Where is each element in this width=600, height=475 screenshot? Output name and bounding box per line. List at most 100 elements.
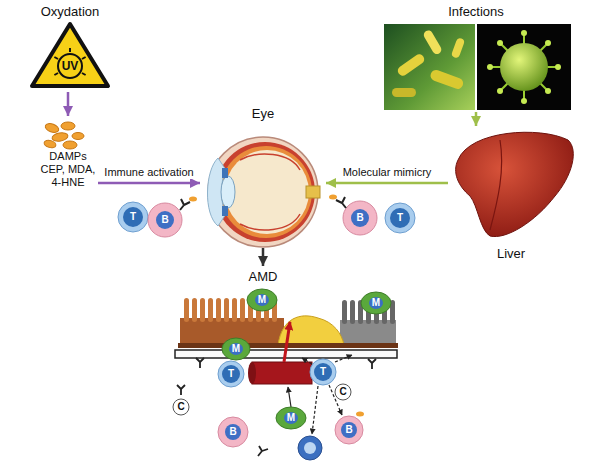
immune-cells-part [218, 361, 244, 387]
damp-molecules-part [51, 132, 68, 143]
immune-cells [173, 289, 391, 460]
eye-node: Eye [200, 106, 326, 248]
virus-image-part-part [497, 40, 503, 46]
edge-label: Immune activation [102, 165, 195, 179]
immune-cells-part [356, 412, 364, 417]
signal-arrows-part [302, 358, 312, 364]
edge-label: Molecular mimicry [341, 165, 434, 179]
node-text: UV [20, 59, 120, 73]
antibodies-part [177, 385, 185, 395]
right-lymphocytes-part [385, 203, 415, 233]
right-lymphocytes-part [390, 208, 410, 228]
eye-cross-section-part [306, 186, 320, 198]
uv-warning-sign-part [32, 24, 108, 86]
immune-cells-part [314, 363, 332, 381]
immune-cells-part [225, 424, 241, 440]
b-cell-label: B [158, 214, 172, 226]
damp-molecules-part [43, 139, 56, 149]
virus-image-part-part [521, 98, 527, 104]
antibodies-part [196, 358, 204, 368]
immune-cells-part [298, 436, 322, 460]
virus-image-part [500, 43, 548, 91]
virus-image-part [477, 24, 571, 110]
blood-vessel-part [248, 362, 256, 384]
flow-arrow [326, 182, 448, 185]
node-heading: DAMPs CEP, MDA, 4-HNE [38, 150, 98, 190]
eye-cross-section-part [222, 168, 228, 178]
uv-warning-sign-part [54, 73, 58, 75]
node-heading: Eye [200, 106, 326, 122]
virus-image-part-part [487, 64, 493, 70]
immune-cells-part [173, 399, 189, 415]
retina-layers-part-part [192, 298, 197, 322]
signal-arrows-part [288, 387, 291, 407]
bacteria-image-part [451, 37, 465, 59]
node-heading: Infections [380, 4, 572, 20]
uv-warning-sign-part [82, 73, 86, 75]
virus-image-part-part [545, 88, 551, 94]
immune-cells-part [222, 365, 240, 383]
node-heading: Oxydation [20, 4, 120, 20]
amd-node: AMD [241, 268, 285, 286]
damps-node: DAMPs CEP, MDA, 4-HNE [38, 118, 98, 190]
bacteria-image-part [384, 24, 475, 110]
flow-arrow [98, 182, 200, 185]
uv-source-node: OxydationUV [20, 4, 120, 92]
immune-cells-part [369, 297, 383, 309]
retina-layers-part-part [224, 298, 229, 322]
liver-node: Liver [448, 128, 574, 268]
damp-molecules-part [63, 141, 77, 149]
blood-vessel [248, 322, 312, 384]
immune-cells-part [335, 384, 351, 400]
retina-layers-part-part [216, 298, 221, 322]
bacteria-image-part [396, 52, 426, 77]
uv-warning-sign-part [69, 48, 71, 52]
macrophage-label: M [284, 412, 298, 424]
signal-arrows-part [335, 355, 352, 362]
blood-vessel-part [252, 362, 312, 384]
liver-shape-part [456, 132, 574, 236]
right-lymphocytes-part [343, 201, 377, 235]
immune-cells-part [218, 417, 248, 447]
virus-image-part [490, 33, 558, 101]
bacteria-image-part [429, 68, 465, 90]
immune-cells-part [229, 343, 243, 355]
macrophage-label: M [255, 294, 269, 306]
left-lymphocytes [118, 197, 197, 238]
t-cell-label: T [316, 366, 330, 378]
virus-image [477, 24, 571, 110]
retina-layers-part-part [350, 300, 355, 324]
flow-arrow [262, 248, 265, 266]
antibodies [177, 358, 376, 456]
retina-layers-part-part [240, 298, 245, 322]
immune-cells-part [335, 416, 363, 444]
liver-shape [456, 132, 574, 236]
flow-arrow [475, 112, 478, 126]
right-lymphocytes [329, 195, 415, 236]
macrophage-label: M [369, 297, 383, 309]
left-lymphocytes-part [180, 199, 190, 210]
retina-layers-part-part [208, 298, 213, 322]
eye-cross-section-part [220, 146, 312, 238]
node-heading: Liver [448, 246, 574, 262]
damp-molecules-part [44, 122, 60, 134]
eye-cross-section-part [225, 150, 309, 234]
immune-cells-part [276, 407, 306, 429]
eye-cross-section-part [215, 142, 315, 242]
virus-image-part-part [555, 64, 561, 70]
bacteria-image-part [392, 88, 416, 97]
immune-cells-part [222, 338, 250, 360]
virus-image-part-part [545, 40, 551, 46]
damp-molecules-part [61, 122, 75, 130]
eye-cross-section [207, 137, 320, 247]
virus-image-part-part [497, 88, 503, 94]
uv-warning-sign [32, 24, 108, 86]
retina-layers-part-part [184, 298, 189, 322]
right-lymphocytes-part [351, 209, 369, 227]
left-lymphocytes-part [189, 197, 197, 202]
right-lymphocytes-part [329, 195, 337, 200]
left-lymphocytes-part [156, 211, 174, 229]
immune-cells-part [361, 292, 391, 314]
